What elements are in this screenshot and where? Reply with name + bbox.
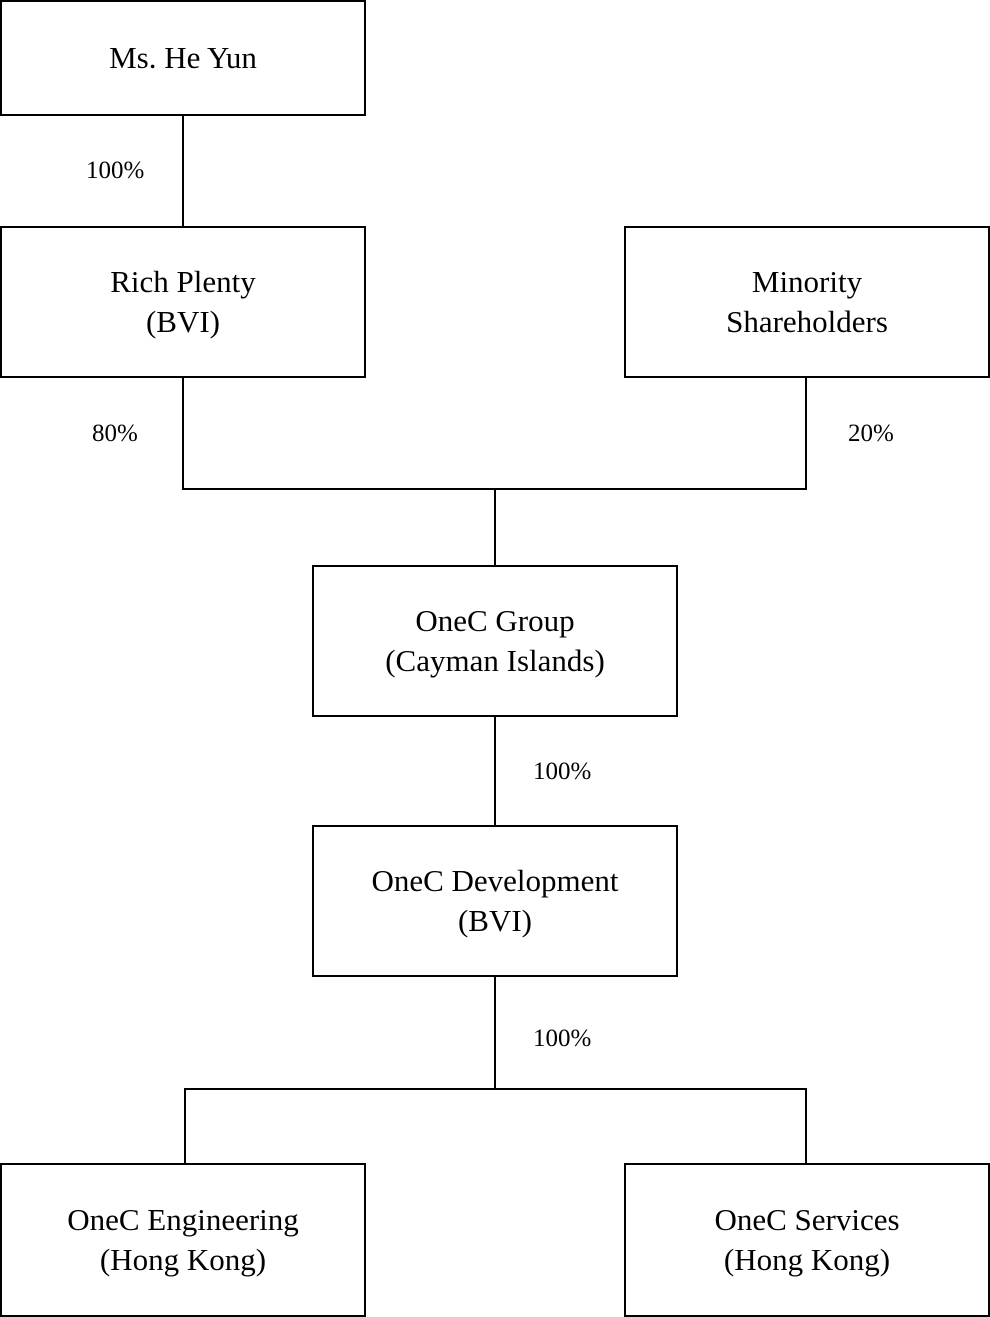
entity-onec-development-jurisdiction: (BVI) xyxy=(457,903,533,938)
entity-onec-services-name: OneC Services xyxy=(714,1202,900,1237)
entity-he-yun-name: Ms. He Yun xyxy=(109,40,257,75)
entity-onec-engineering: OneC Engineering (Hong Kong) xyxy=(0,1163,366,1317)
entity-he-yun: Ms. He Yun xyxy=(0,0,366,116)
entity-minority-line2: Shareholders xyxy=(726,304,888,339)
entity-minority-line1: Minority xyxy=(751,264,863,299)
connector-group-development xyxy=(494,715,496,826)
entity-onec-development: OneC Development (BVI) xyxy=(312,825,678,977)
ownership-label-development-subsidiaries: 100% xyxy=(533,1025,592,1052)
connector-to-group xyxy=(494,488,496,566)
entity-onec-services-jurisdiction: (Hong Kong) xyxy=(723,1242,891,1277)
entity-rich-plenty: Rich Plenty (BVI) xyxy=(0,226,366,378)
ownership-label-minority-group: 20% xyxy=(848,420,894,447)
connector-heyun-richplenty xyxy=(182,114,184,228)
entity-onec-services: OneC Services (Hong Kong) xyxy=(624,1163,990,1317)
connector-richplenty-down xyxy=(182,377,184,490)
entity-rich-plenty-jurisdiction: (BVI) xyxy=(145,304,221,339)
ownership-label-richplenty-group: 80% xyxy=(92,420,138,447)
entity-onec-development-name: OneC Development xyxy=(371,863,619,898)
connector-subsidiaries-horizontal xyxy=(184,1088,807,1090)
ownership-label-heyun-richplenty: 100% xyxy=(86,157,145,184)
entity-minority-shareholders: Minority Shareholders xyxy=(624,226,990,378)
connector-to-services xyxy=(805,1088,807,1165)
entity-rich-plenty-name: Rich Plenty xyxy=(110,264,256,299)
entity-onec-engineering-name: OneC Engineering xyxy=(67,1202,299,1237)
connector-development-down xyxy=(494,975,496,1090)
ownership-label-group-development: 100% xyxy=(533,758,592,785)
entity-onec-engineering-jurisdiction: (Hong Kong) xyxy=(99,1242,267,1277)
connector-to-engineering xyxy=(184,1088,186,1165)
entity-onec-group-jurisdiction: (Cayman Islands) xyxy=(385,643,605,678)
entity-onec-group-name: OneC Group xyxy=(415,603,575,638)
entity-onec-group: OneC Group (Cayman Islands) xyxy=(312,565,678,717)
connector-minority-down xyxy=(805,377,807,490)
